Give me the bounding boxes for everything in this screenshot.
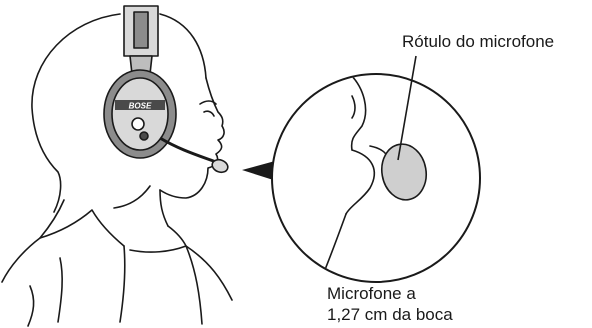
ear-cup-button bbox=[140, 132, 148, 140]
collar-left bbox=[40, 210, 124, 246]
boom-arm bbox=[160, 138, 216, 162]
neck-front bbox=[160, 190, 168, 226]
forehead bbox=[160, 14, 206, 78]
shoulder-left bbox=[2, 238, 40, 282]
shirt-fold-2 bbox=[28, 286, 34, 326]
headset: BOSE bbox=[104, 6, 230, 174]
shirt-placket bbox=[120, 246, 125, 322]
shoulder-right bbox=[186, 246, 232, 300]
zoom-circle bbox=[272, 74, 480, 282]
mic-distance-line2: 1,27 cm da boca bbox=[327, 305, 453, 325]
eye bbox=[204, 111, 214, 116]
person-figure bbox=[2, 14, 232, 326]
mic-distance-line1: Microfone a bbox=[327, 284, 416, 304]
collar-right bbox=[130, 226, 186, 252]
mic-label-text: Rótulo do microfone bbox=[402, 32, 554, 52]
magnified-view bbox=[272, 74, 480, 282]
shirt-fold-3 bbox=[186, 246, 202, 324]
brand-logo: BOSE bbox=[129, 102, 152, 111]
shirt-fold-1 bbox=[58, 258, 62, 322]
neck-back bbox=[40, 200, 64, 238]
headband-slot bbox=[134, 12, 148, 48]
jaw-line bbox=[114, 186, 150, 208]
ear-cup-knob bbox=[132, 118, 144, 130]
